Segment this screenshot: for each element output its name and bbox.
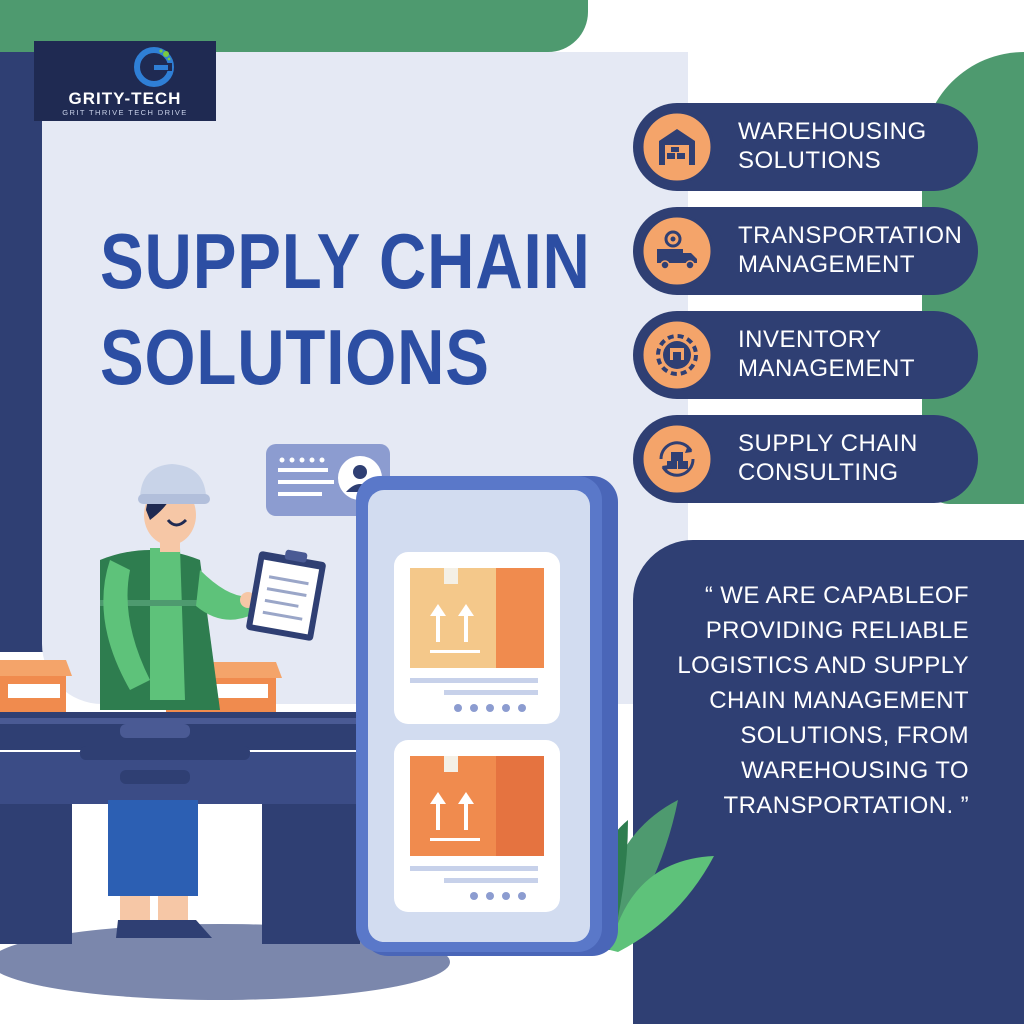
- warehouse-worker-illustration: [0, 430, 720, 1024]
- g-globe-logo-icon: [134, 47, 174, 87]
- brand-tagline: GRIT THRIVE TECH DRIVE: [62, 108, 188, 117]
- truck-gear-icon: [641, 215, 713, 287]
- quote-box: “ WE ARE CAPABLEOF PROVIDING RELIABLE LO…: [633, 540, 1024, 1024]
- headline-line-1: SUPPLY CHAIN: [100, 217, 591, 305]
- warehouse-icon: [641, 111, 713, 183]
- cycle-boxes-icon: [641, 423, 713, 495]
- brand-logo: GRITY-TECH GRIT THRIVE TECH DRIVE: [34, 41, 216, 121]
- brand-name: GRITY-TECH: [68, 89, 182, 108]
- quote-text: “ WE ARE CAPABLEOF PROVIDING RELIABLE LO…: [677, 582, 969, 819]
- headline-line-2: SOLUTIONS: [100, 313, 490, 401]
- inventory-gear-icon: [641, 319, 713, 391]
